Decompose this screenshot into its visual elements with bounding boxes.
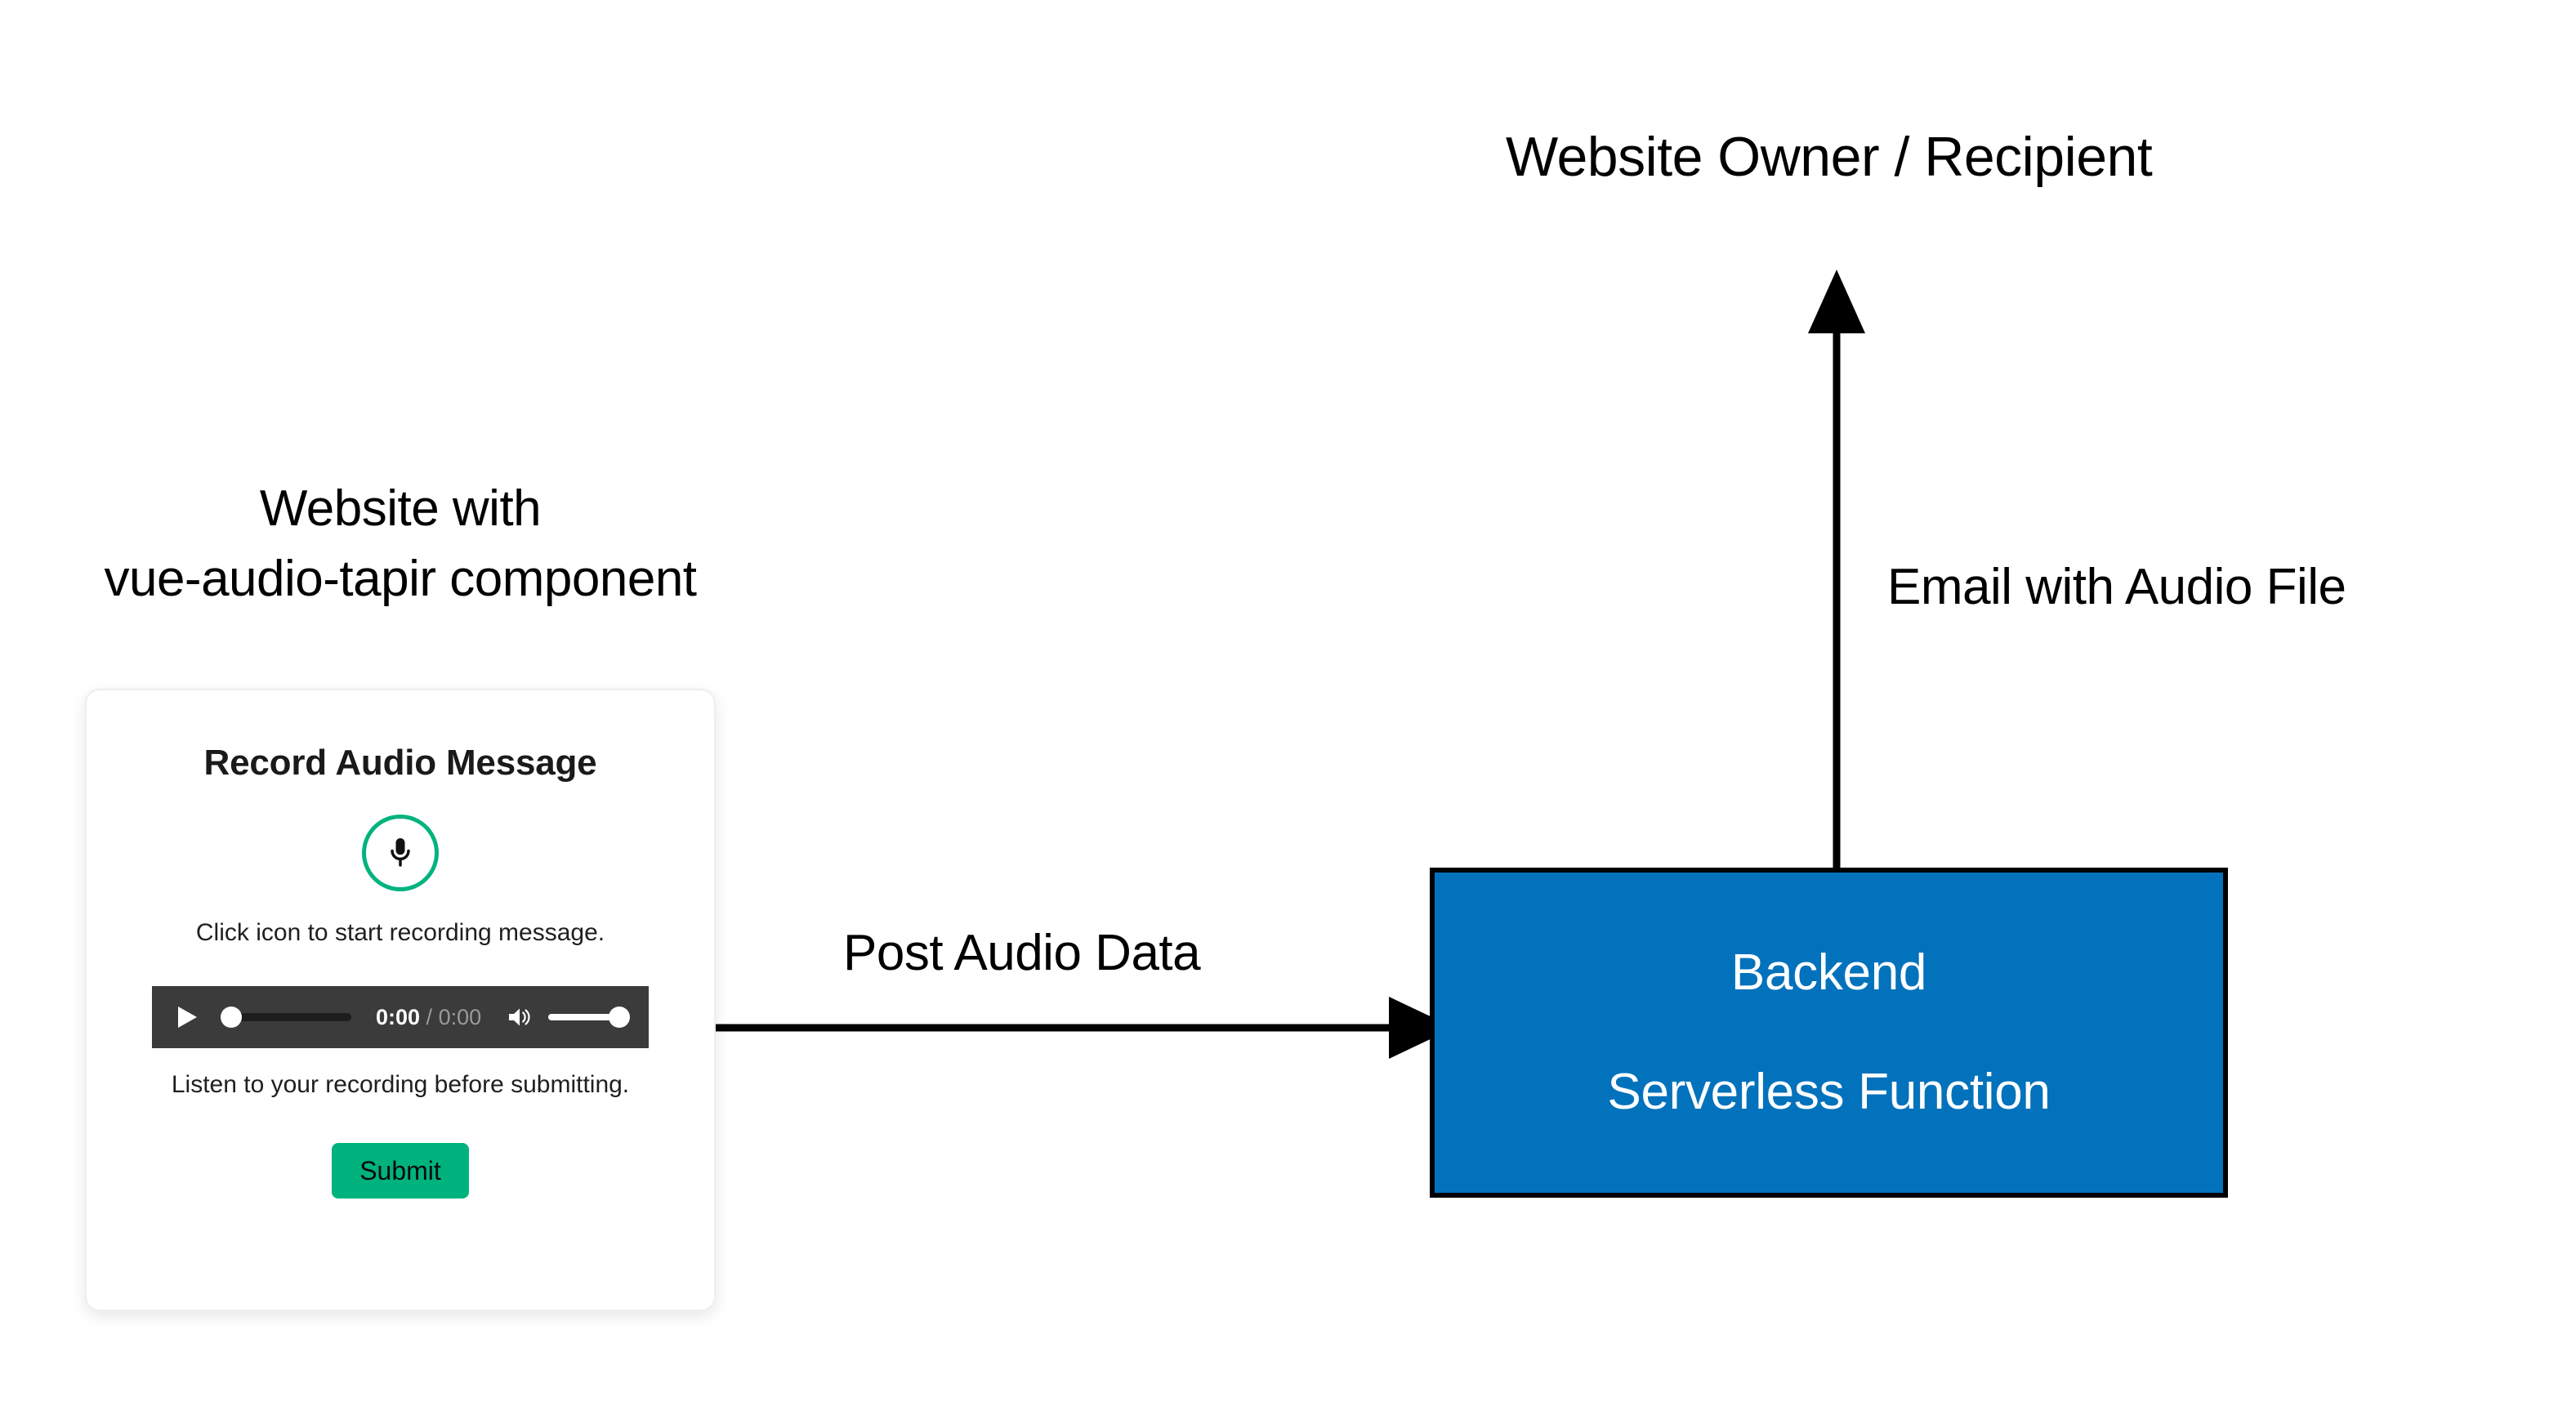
post-audio-data-label: Post Audio Data bbox=[843, 925, 1201, 981]
volume-thumb[interactable] bbox=[609, 1007, 631, 1028]
seek-thumb[interactable] bbox=[221, 1007, 242, 1028]
submit-button[interactable]: Submit bbox=[332, 1143, 469, 1199]
website-owner-recipient-label: Website Owner / Recipient bbox=[1506, 126, 2153, 188]
audio-player: 0:00 / 0:00 bbox=[152, 986, 649, 1048]
backend-serverless-function-box: Backend Serverless Function bbox=[1430, 868, 2228, 1198]
seek-track bbox=[221, 1013, 351, 1021]
backend-box-line-2: Serverless Function bbox=[1607, 1064, 2051, 1120]
record-hint-text: Click icon to start recording message. bbox=[195, 919, 605, 946]
microphone-record-button[interactable] bbox=[362, 815, 439, 891]
volume-slider[interactable] bbox=[548, 1005, 631, 1029]
play-button[interactable] bbox=[173, 1003, 201, 1031]
email-with-audio-file-arrow bbox=[1808, 270, 1865, 891]
volume-button[interactable] bbox=[506, 1005, 534, 1029]
backend-box-line-1: Backend bbox=[1730, 944, 1927, 1001]
play-icon bbox=[176, 1005, 199, 1029]
vue-audio-tapir-card: Record Audio Message Click icon to start… bbox=[85, 689, 716, 1311]
website-with-component-label: Website with vue-audio-tapir component bbox=[49, 474, 752, 614]
current-time: 0:00 bbox=[376, 1004, 421, 1029]
listen-hint-text: Listen to your recording before submitti… bbox=[171, 1071, 630, 1098]
website-label-line-2: vue-audio-tapir component bbox=[104, 550, 697, 607]
website-label-line-1: Website with bbox=[259, 480, 542, 537]
time-separator: / bbox=[420, 1004, 439, 1029]
duration-time: 0:00 bbox=[438, 1004, 482, 1029]
post-audio-data-arrow bbox=[703, 997, 1454, 1059]
speaker-volume-icon bbox=[507, 1007, 532, 1028]
microphone-icon bbox=[382, 835, 418, 871]
card-title: Record Audio Message bbox=[203, 743, 597, 783]
seek-slider[interactable] bbox=[221, 1005, 351, 1029]
email-with-audio-file-label: Email with Audio File bbox=[1887, 559, 2346, 615]
volume-track bbox=[548, 1014, 623, 1020]
time-display: 0:00 / 0:00 bbox=[376, 1005, 481, 1030]
